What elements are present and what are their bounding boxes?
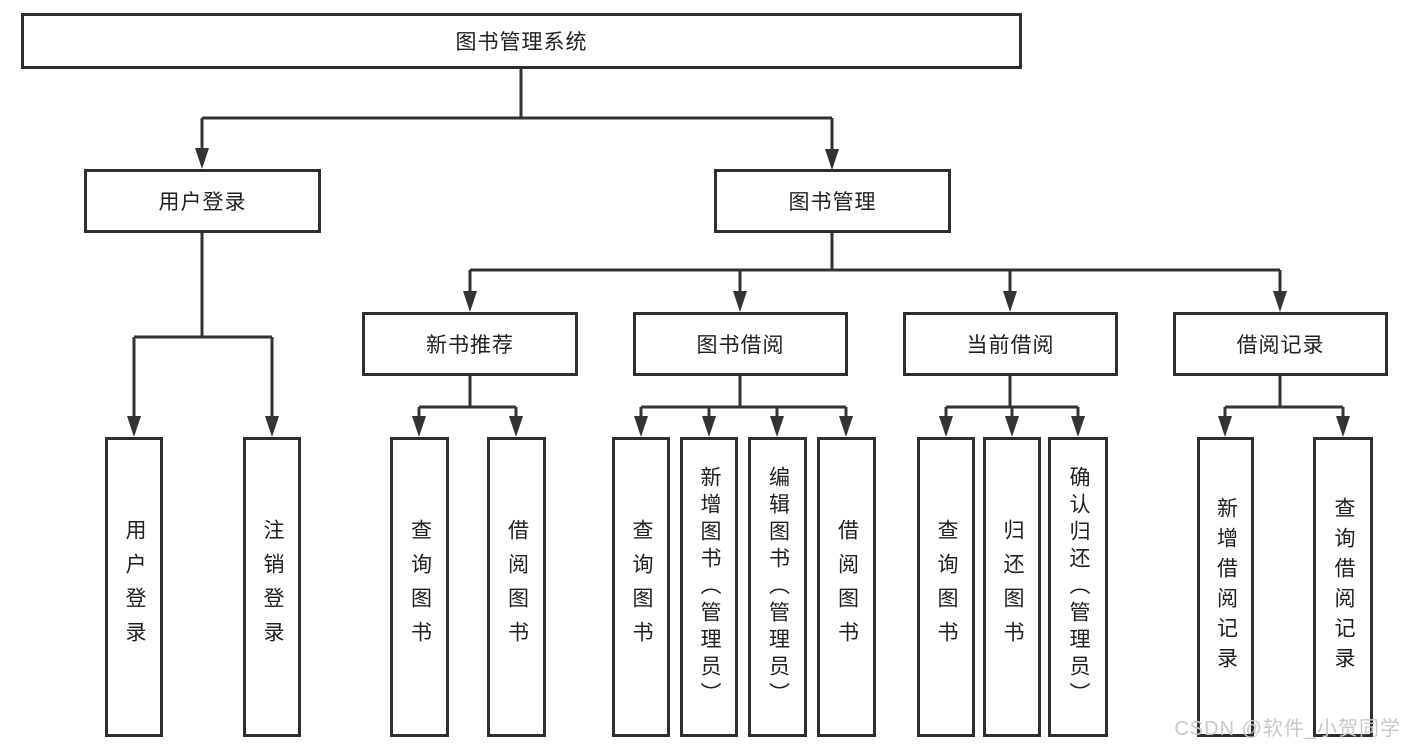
leaf-query-books-current: 查询图书 [917, 437, 975, 737]
leaf-confirm-return-admin: 确认归还（管理员） [1048, 437, 1108, 737]
leaf-label: 归还图书 [1001, 519, 1024, 655]
node-book-borrowing: 图书借阅 [633, 312, 848, 376]
leaf-borrow-books-recommend: 借阅图书 [487, 437, 546, 737]
leaf-label: 查询借阅记录 [1332, 497, 1355, 677]
node-label: 当前借阅 [966, 334, 1055, 357]
arrow-down-icon [127, 416, 141, 437]
leaf-label: 注销登录 [261, 519, 284, 655]
arrowheads [127, 148, 1350, 437]
leaf-add-borrow-record: 新增借阅记录 [1197, 437, 1254, 737]
arrow-down-icon [509, 416, 523, 437]
node-current-borrowing: 当前借阅 [903, 312, 1118, 376]
leaf-label: 借阅图书 [505, 519, 529, 655]
node-book-management: 图书管理 [714, 169, 951, 233]
arrow-down-icon [702, 416, 716, 437]
arrow-down-icon [195, 148, 209, 169]
leaf-return-books: 归还图书 [983, 437, 1041, 737]
arrow-down-icon [770, 416, 784, 437]
arrow-down-icon [634, 416, 648, 437]
leaf-label: 借阅图书 [835, 519, 859, 655]
leaf-query-books-recommend: 查询图书 [390, 437, 449, 737]
leaf-label: 查询图书 [935, 519, 958, 655]
leaf-edit-books-admin: 编辑图书（管理员） [748, 437, 807, 737]
node-label: 新书推荐 [426, 334, 514, 357]
leaf-label: 查询图书 [408, 519, 432, 655]
arrow-down-icon [463, 291, 477, 312]
arrow-down-icon [265, 416, 279, 437]
node-label: 用户登录 [158, 191, 247, 214]
node-label: 借阅记录 [1236, 334, 1325, 357]
node-user-login: 用户登录 [84, 169, 321, 233]
leaf-borrow-books: 借阅图书 [817, 437, 876, 737]
leaf-label: 新增借阅记录 [1214, 497, 1238, 677]
node-borrowing-records: 借阅记录 [1173, 312, 1388, 376]
arrow-down-icon [825, 149, 839, 170]
leaf-label: 编辑图书（管理员） [766, 465, 790, 709]
leaf-query-books-borrow: 查询图书 [612, 437, 670, 737]
node-label: 图书借阅 [696, 334, 785, 357]
arrow-down-icon [1336, 416, 1350, 437]
arrow-down-icon [1003, 291, 1017, 312]
leaf-label: 查询图书 [630, 519, 653, 655]
leaf-label: 新增图书（管理员） [698, 465, 721, 709]
node-label: 图书管理系统 [455, 31, 588, 54]
leaf-user-login: 用户登录 [105, 437, 163, 737]
arrow-down-icon [1273, 291, 1287, 312]
arrow-down-icon [733, 291, 747, 312]
arrow-down-icon [839, 416, 853, 437]
leaf-logout: 注销登录 [243, 437, 301, 737]
arrow-down-icon [939, 416, 953, 437]
node-root-library-system: 图书管理系统 [21, 13, 1022, 69]
arrow-down-icon [1218, 416, 1232, 437]
arrow-down-icon [412, 416, 426, 437]
leaf-query-borrow-record: 查询借阅记录 [1313, 437, 1373, 737]
arrow-down-icon [1071, 416, 1085, 437]
arrow-down-icon [1005, 416, 1019, 437]
watermark: CSDN @软件_小贺同学 [1174, 718, 1401, 740]
node-label: 图书管理 [788, 191, 877, 214]
leaf-label: 确认归还（管理员） [1067, 465, 1090, 709]
node-new-book-recommend: 新书推荐 [362, 312, 578, 376]
leaf-add-books-admin: 新增图书（管理员） [680, 437, 738, 737]
leaf-label: 用户登录 [123, 519, 146, 655]
